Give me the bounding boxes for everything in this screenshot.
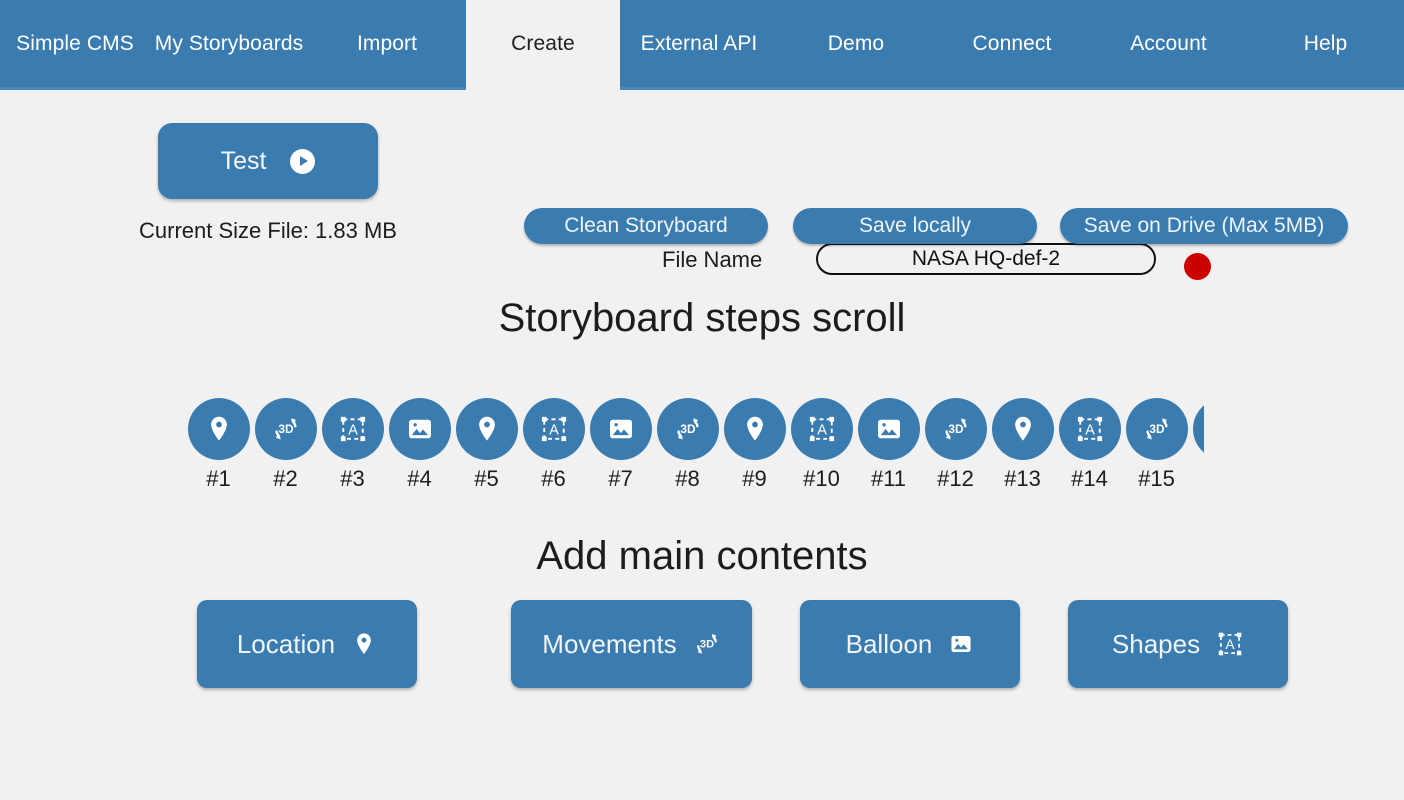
storyboard-step[interactable]: A #6 (520, 398, 587, 492)
rotate-3d-icon[interactable]: 3D (656, 398, 719, 460)
storyboard-steps-title: Storyboard steps scroll (498, 296, 906, 340)
nav-item-connect[interactable]: Connect (934, 0, 1090, 90)
add-location-button[interactable]: Location (197, 600, 417, 688)
storyboard-step-label: #1 (206, 466, 231, 491)
record-dot-icon[interactable] (1184, 253, 1211, 280)
main-content-area: Test Current Size File: 1.83 MB File Nam… (0, 90, 1404, 800)
storyboard-steps-scroll[interactable]: #1 3D #2 A #3 #4 #5 A #6 #7 3D #8 #9 A #10 #11 3D #12 #13 A… (185, 398, 1204, 508)
add-location-label: Location (236, 628, 336, 659)
nav-item-create[interactable]: Create (466, 0, 620, 90)
storyboard-step-label: #15 (1138, 466, 1175, 491)
storyboard-step-label: #5 (474, 466, 499, 491)
storyboard-step-label: #4 (407, 466, 432, 491)
nav-item-import[interactable]: Import (308, 0, 466, 90)
storyboard-step[interactable]: 3D #8 (654, 398, 721, 492)
storyboard-step[interactable]: 3D #12 (922, 398, 989, 492)
nav-item-help[interactable]: Help (1247, 0, 1404, 90)
add-shapes-button[interactable]: Shapes A (1068, 600, 1288, 688)
storyboard-step[interactable]: 3D #2 (252, 398, 319, 492)
storyboard-step[interactable]: #13 (989, 398, 1056, 492)
storyboard-step-label: #13 (1004, 466, 1041, 491)
storyboard-step-label: #10 (803, 466, 840, 491)
storyboard-step-label: #8 (675, 466, 700, 491)
clean-storyboard-button[interactable]: Clean Storyboard (524, 208, 768, 244)
nav-item-simple-cms[interactable]: Simple CMS (0, 0, 150, 90)
image-icon (948, 631, 974, 657)
storyboard-step-label: #2 (273, 466, 298, 491)
location-pin-icon[interactable] (1192, 398, 1204, 460)
rotate-3d-icon: 3D (693, 630, 721, 658)
storyboard-step[interactable]: #5 (453, 398, 520, 492)
svg-text:A: A (817, 422, 827, 438)
rotate-3d-icon[interactable]: 3D (254, 398, 317, 460)
storyboard-step-label: #9 (742, 466, 767, 491)
svg-text:A: A (1085, 422, 1095, 438)
location-pin-icon (351, 631, 377, 657)
svg-text:A: A (1226, 637, 1235, 652)
svg-text:3D: 3D (700, 639, 714, 651)
storyboard-step-label: #3 (340, 466, 365, 491)
add-balloon-label: Balloon (845, 628, 933, 659)
svg-text:A: A (348, 422, 358, 438)
image-icon[interactable] (589, 398, 652, 460)
file-name-label: File Name (662, 247, 763, 272)
file-name-input[interactable] (816, 243, 1156, 275)
rotate-3d-icon[interactable]: 3D (1125, 398, 1188, 460)
nav-item-demo[interactable]: Demo (778, 0, 934, 90)
storyboard-step[interactable]: #11 (855, 398, 922, 492)
save-on-drive-button[interactable]: Save on Drive (Max 5MB) (1060, 208, 1348, 244)
shapes-icon[interactable]: A (790, 398, 853, 460)
storyboard-step[interactable]: #9 (721, 398, 788, 492)
location-pin-icon[interactable] (723, 398, 786, 460)
nav-item-account[interactable]: Account (1090, 0, 1247, 90)
storyboard-step-label: #6 (541, 466, 566, 491)
add-shapes-label: Shapes (1111, 628, 1201, 659)
storyboard-step[interactable]: #7 (587, 398, 654, 492)
image-icon[interactable] (857, 398, 920, 460)
add-movements-button[interactable]: Movements 3D (511, 600, 752, 688)
nav-item-my-storyboards[interactable]: My Storyboards (150, 0, 308, 90)
svg-text:3D: 3D (278, 422, 294, 436)
add-balloon-button[interactable]: Balloon (800, 600, 1020, 688)
location-pin-icon[interactable] (991, 398, 1054, 460)
storyboard-step[interactable]: #1 (185, 398, 252, 492)
storyboard-step[interactable]: #16 (1190, 398, 1204, 492)
storyboard-step[interactable]: A #3 (319, 398, 386, 492)
storyboard-step[interactable]: #4 (386, 398, 453, 492)
storyboard-step[interactable]: A #10 (788, 398, 855, 492)
svg-text:A: A (549, 422, 559, 438)
add-movements-label: Movements (542, 628, 677, 659)
storyboard-step[interactable]: 3D #15 (1123, 398, 1190, 492)
test-button-label: Test (220, 146, 267, 175)
storyboard-step[interactable]: A #14 (1056, 398, 1123, 492)
location-pin-icon[interactable] (455, 398, 518, 460)
svg-text:3D: 3D (680, 422, 696, 436)
nav-item-external-api[interactable]: External API (620, 0, 778, 90)
storyboard-step-label: #12 (937, 466, 974, 491)
storyboard-step-label: #11 (870, 466, 907, 491)
test-button[interactable]: Test (158, 123, 378, 199)
current-size-file-text: Current Size File: 1.83 MB (139, 218, 397, 243)
storyboard-step-label: #7 (608, 466, 633, 491)
play-circle-icon (290, 148, 316, 174)
save-locally-button[interactable]: Save locally (793, 208, 1037, 244)
rotate-3d-icon[interactable]: 3D (924, 398, 987, 460)
svg-text:3D: 3D (1149, 422, 1165, 436)
storyboard-step-label: #14 (1071, 466, 1108, 491)
shapes-icon[interactable]: A (1058, 398, 1121, 460)
svg-text:3D: 3D (948, 422, 964, 436)
add-main-contents-title: Add main contents (536, 534, 868, 578)
shapes-icon: A (1216, 630, 1244, 658)
shapes-icon[interactable]: A (522, 398, 585, 460)
location-pin-icon[interactable] (187, 398, 250, 460)
image-icon[interactable] (388, 398, 451, 460)
shapes-icon[interactable]: A (321, 398, 384, 460)
